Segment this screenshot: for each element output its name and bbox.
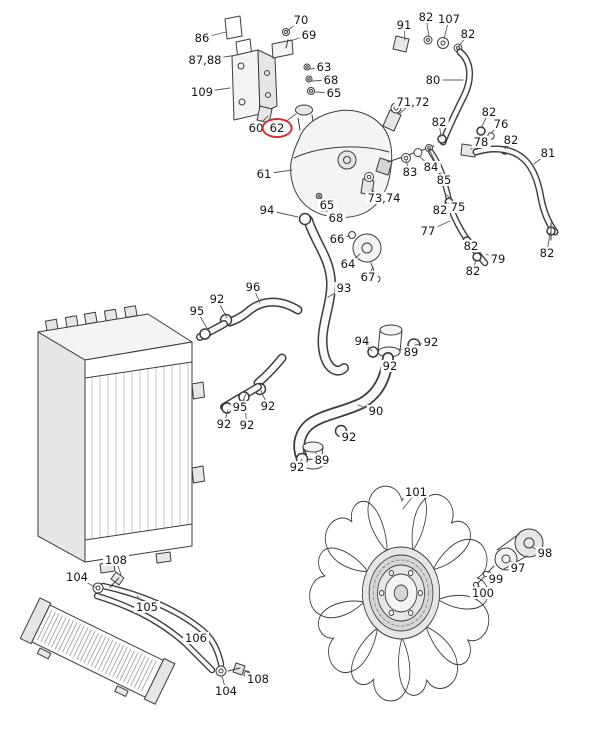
- temperature-sensor: [382, 109, 402, 132]
- part-callout-82: 82: [501, 132, 521, 147]
- part-callout-94: 94: [352, 333, 372, 348]
- part-callout-61: 61: [254, 166, 274, 181]
- pipe-stub: [379, 324, 403, 336]
- mounting-bracket-illustration: [224, 15, 294, 121]
- expansion-tank-illustration: [256, 63, 435, 283]
- part-callout-81: 81: [538, 145, 558, 160]
- part-callout-82: 82: [461, 238, 481, 253]
- radiator-illustration: [37, 305, 205, 574]
- part-callout-92: 92: [421, 334, 441, 349]
- part-callout-93: 93: [334, 280, 354, 295]
- part-callout-73-74: 73,74: [365, 190, 403, 205]
- part-callout-98: 98: [535, 545, 555, 560]
- part-callout-97: 97: [508, 560, 528, 575]
- part-callout-96: 96: [243, 279, 263, 294]
- part-callout-95: 95: [230, 399, 250, 414]
- part-callout-85: 85: [434, 172, 454, 187]
- part-callout-92: 92: [258, 398, 278, 413]
- fitting: [401, 153, 411, 163]
- oil-cooler-illustration: [19, 597, 176, 705]
- part-callout-104: 104: [213, 683, 239, 698]
- part-callout-82: 82: [479, 104, 499, 119]
- hose-fitting: [392, 35, 410, 53]
- part-callout-87-88: 87,88: [186, 52, 224, 67]
- part-callout-92: 92: [207, 291, 227, 306]
- banjo-bolt: [110, 571, 125, 586]
- banjo-fitting: [437, 37, 449, 49]
- part-callout-99: 99: [486, 571, 506, 586]
- shim-plate: [224, 15, 243, 40]
- banjo-fitting: [92, 582, 104, 594]
- part-callout-82: 82: [429, 114, 449, 129]
- part-callout-86: 86: [192, 30, 212, 45]
- bracket-plate: [231, 49, 261, 121]
- part-callout-78: 78: [471, 134, 491, 149]
- fan-clutch-illustration: [472, 528, 544, 589]
- screw: [303, 63, 311, 71]
- part-callout-62-highlighted: 62: [261, 117, 293, 139]
- part-callout-68: 68: [326, 210, 346, 225]
- clamp: [298, 212, 312, 226]
- radiator-core: [84, 341, 193, 563]
- part-callout-90: 90: [366, 403, 386, 418]
- part-callout-91: 91: [394, 17, 414, 32]
- fan-illustration: [309, 485, 490, 702]
- part-callout-82: 82: [537, 245, 557, 260]
- part-callout-79: 79: [488, 251, 508, 266]
- part-callout-64: 64: [338, 256, 358, 271]
- part-callout-104: 104: [64, 569, 90, 584]
- part-callout-108: 108: [103, 552, 129, 567]
- part-callout-89: 89: [401, 344, 421, 359]
- part-callout-101: 101: [403, 484, 429, 499]
- clamp: [437, 134, 447, 144]
- radiator-core-fins: [91, 362, 189, 540]
- part-callout-75: 75: [448, 199, 468, 214]
- part-callout-82: 82: [430, 202, 450, 217]
- part-callout-83: 83: [400, 164, 420, 179]
- radiator-side-face: [37, 331, 86, 563]
- part-callout-65: 65: [317, 197, 337, 212]
- hoses-illustration: [196, 212, 421, 470]
- part-callout-70: 70: [291, 12, 311, 27]
- part-callout-76: 76: [491, 116, 511, 131]
- part-callout-65: 65: [324, 85, 344, 100]
- part-callout-71-72: 71,72: [394, 94, 432, 109]
- part-callout-69: 69: [299, 27, 319, 42]
- part-callout-109: 109: [189, 84, 215, 99]
- part-callout-95: 95: [187, 303, 207, 318]
- part-callout-82: 82: [416, 9, 436, 24]
- part-callout-105: 105: [134, 599, 160, 614]
- filler-cap: [295, 104, 313, 116]
- part-callout-92: 92: [339, 429, 359, 444]
- part-callout-89: 89: [312, 452, 332, 467]
- part-callout-100: 100: [470, 585, 496, 600]
- part-callout-82: 82: [463, 263, 483, 278]
- part-callout-63: 63: [314, 59, 334, 74]
- part-callout-82: 82: [458, 26, 478, 41]
- part-callout-92: 92: [237, 417, 257, 432]
- fan-hub: [361, 546, 441, 640]
- part-callout-94: 94: [257, 202, 277, 217]
- part-callout-92: 92: [214, 416, 234, 431]
- part-callout-107: 107: [436, 11, 462, 26]
- part-callout-77: 77: [418, 223, 438, 238]
- part-callout-60: 60: [246, 120, 266, 135]
- cover-plate: [352, 233, 382, 263]
- part-callout-66: 66: [327, 231, 347, 246]
- part-callout-92: 92: [380, 358, 400, 373]
- oil-cooler-hatch: [36, 610, 157, 692]
- part-callout-106: 106: [183, 630, 209, 645]
- part-callout-80: 80: [423, 72, 443, 87]
- part-callout-92: 92: [287, 459, 307, 474]
- gasket: [348, 231, 356, 239]
- angle-bracket: [271, 39, 294, 59]
- part-callout-84: 84: [421, 159, 441, 174]
- part-callout-68: 68: [321, 72, 341, 87]
- part-callout-67: 67: [358, 269, 378, 284]
- part-callout-108: 108: [245, 671, 271, 686]
